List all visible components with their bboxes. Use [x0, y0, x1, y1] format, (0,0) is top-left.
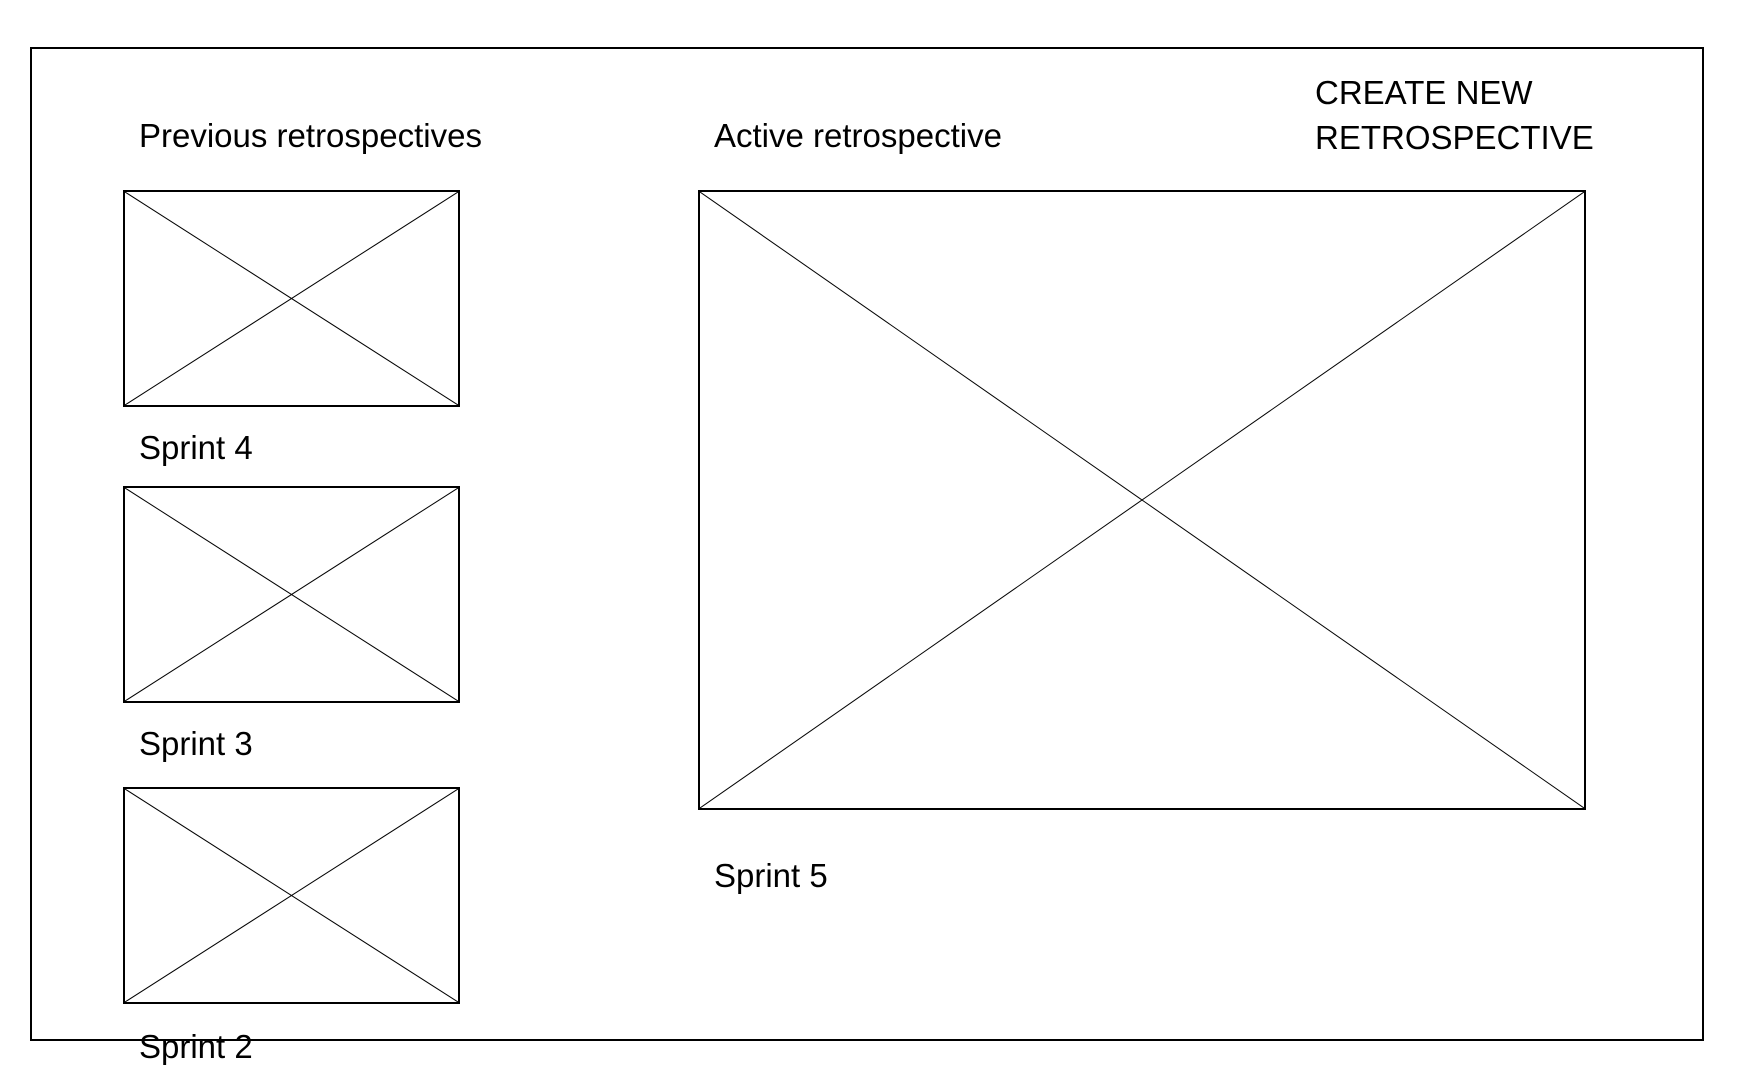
previous-retrospectives-heading: Previous retrospectives	[139, 117, 482, 154]
retrospective-label-sprint-3[interactable]: Sprint 3	[139, 725, 253, 762]
image-placeholder-icon	[125, 488, 458, 701]
active-retrospective-label[interactable]: Sprint 5	[714, 857, 828, 894]
image-placeholder-icon	[700, 192, 1584, 808]
retrospective-thumbnail-sprint-2[interactable]	[123, 787, 460, 1004]
retrospective-thumbnail-sprint-3[interactable]	[123, 486, 460, 703]
active-retrospective-preview[interactable]	[698, 190, 1586, 810]
image-placeholder-icon	[125, 789, 458, 1002]
create-button-line-1: CREATE NEW	[1315, 74, 1533, 111]
image-placeholder-icon	[125, 192, 458, 405]
retrospective-thumbnail-sprint-4[interactable]	[123, 190, 460, 407]
retrospective-label-sprint-2[interactable]: Sprint 2	[139, 1028, 253, 1065]
create-new-retrospective-button[interactable]: CREATE NEW RETROSPECTIVE	[1315, 70, 1594, 160]
create-button-line-2: RETROSPECTIVE	[1315, 119, 1594, 156]
active-retrospective-heading: Active retrospective	[714, 117, 1002, 154]
retrospective-label-sprint-4[interactable]: Sprint 4	[139, 429, 253, 466]
page-frame	[30, 47, 1704, 1041]
